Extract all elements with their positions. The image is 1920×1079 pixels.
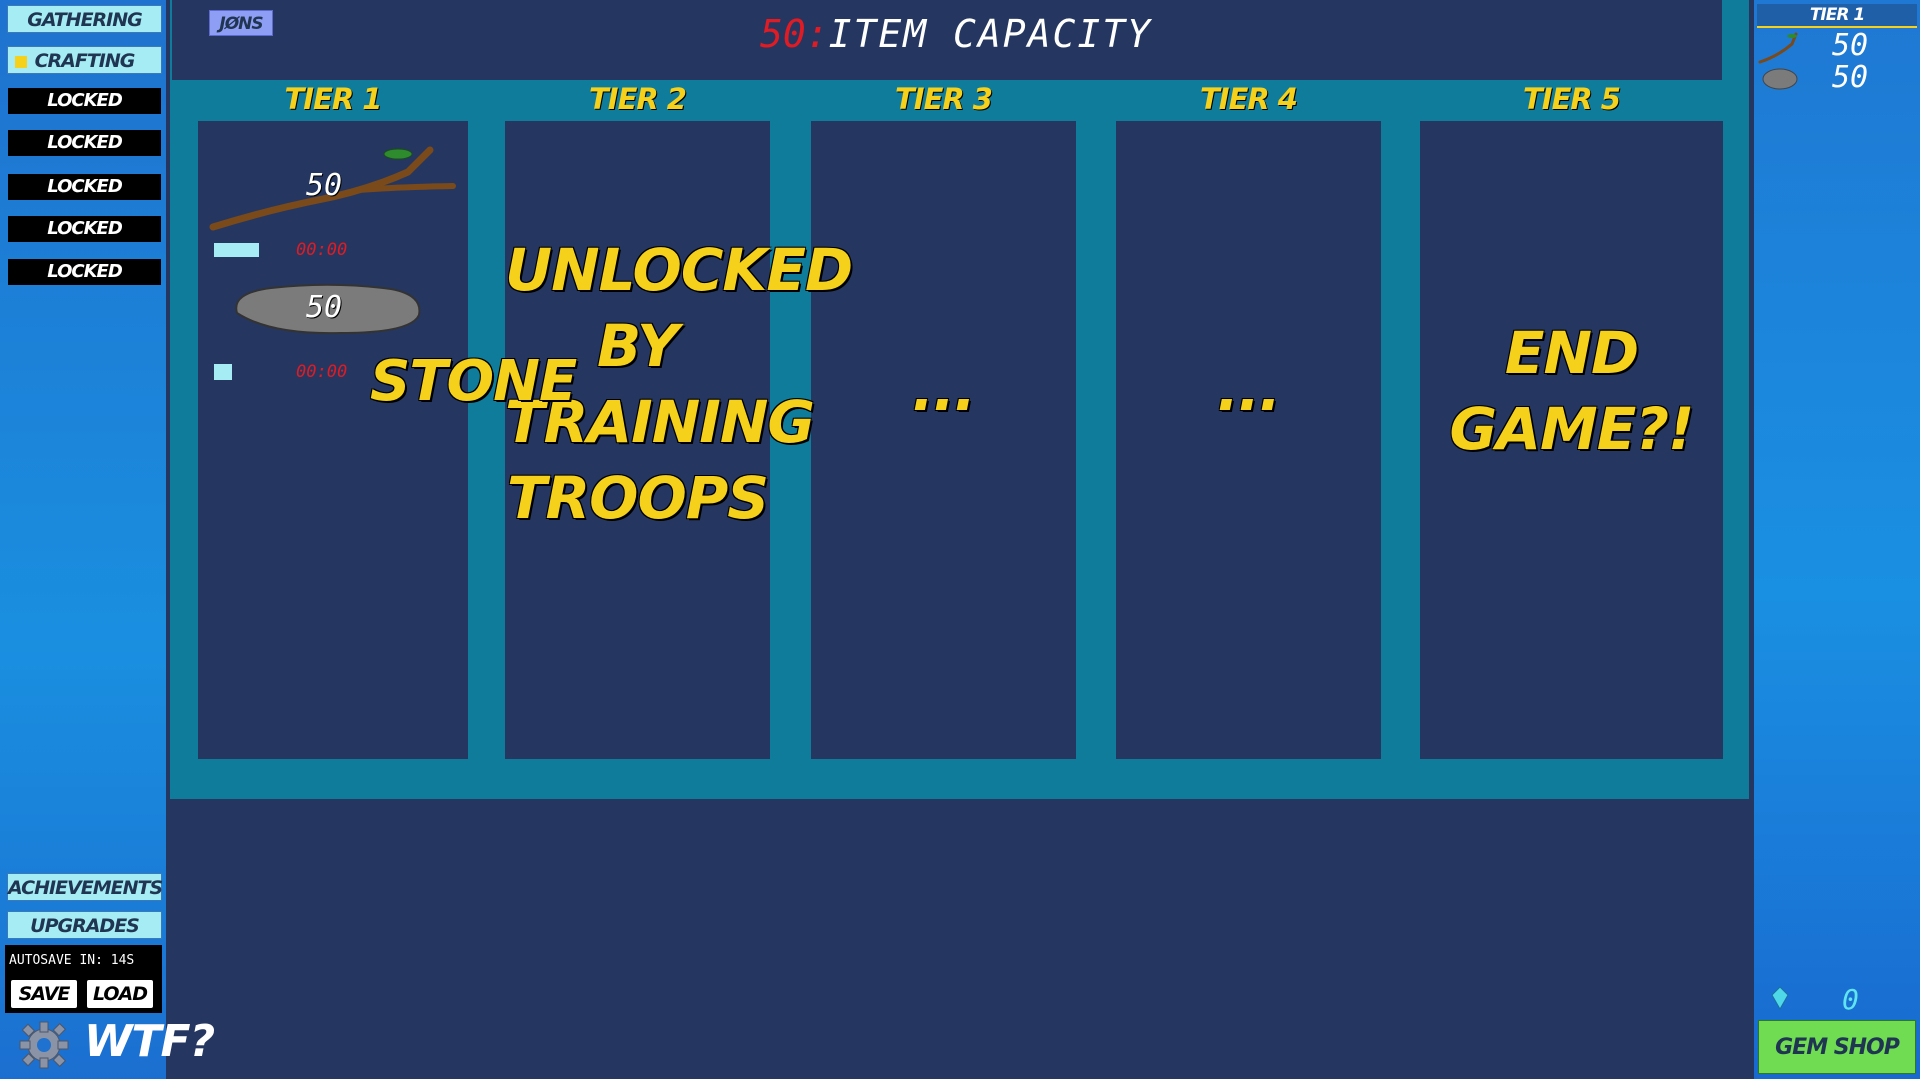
- tier-1-label: TIER 1: [284, 82, 383, 116]
- autosave-countdown: AUTOSAVE IN: 14S: [9, 953, 135, 968]
- user-badge[interactable]: JØNS: [209, 10, 273, 36]
- inventory-stick-count: 50: [1832, 28, 1869, 63]
- locked-menu-item: LOCKED: [8, 174, 161, 200]
- settings-gear-icon[interactable]: [12, 1020, 76, 1070]
- tier-2-locked-message: UNLOCKED BY TRAINING TROOPS: [505, 232, 853, 536]
- header-bar: [172, 0, 1722, 80]
- item-hover-tooltip: STONE: [370, 349, 577, 414]
- stone-icon[interactable]: [231, 283, 423, 335]
- stone-icon: [1762, 68, 1798, 90]
- tier-2-label: TIER 2: [589, 82, 687, 116]
- item-capacity-title: 50:ITEM CAPACITY: [760, 12, 1152, 56]
- stone-timer: 00:00: [296, 362, 348, 382]
- right-sidebar: TIER 1 50 50 0 GEM SHOP: [1754, 0, 1920, 1079]
- locked-menu-item: LOCKED: [8, 259, 161, 285]
- help-button[interactable]: WTF?: [84, 1016, 215, 1067]
- item-capacity-value: 50:: [760, 12, 829, 56]
- nav-crafting-label: CRAFTING: [34, 50, 136, 72]
- stone-progress-bar: [214, 364, 232, 380]
- active-indicator-icon: [15, 56, 27, 68]
- gem-icon: [1771, 986, 1789, 1010]
- tier-3-message: ...: [911, 356, 976, 424]
- frame-right-strip: [1722, 0, 1749, 80]
- upgrades-label: UPGRADES: [30, 915, 140, 937]
- nav-crafting-button[interactable]: CRAFTING: [7, 46, 162, 74]
- load-button[interactable]: LOAD: [87, 980, 153, 1008]
- tier-5-column: [1420, 121, 1723, 759]
- inventory-stone-count: 50: [1832, 60, 1869, 95]
- inventory-tier-label: TIER 1: [1757, 4, 1917, 28]
- item-capacity-label: ITEM CAPACITY: [828, 12, 1153, 56]
- stick-progress-bar: [214, 243, 259, 257]
- achievements-label: ACHIEVEMENTS: [8, 877, 163, 899]
- save-button[interactable]: SAVE: [11, 980, 77, 1008]
- tier-1-column: [198, 121, 468, 759]
- stick-timer: 00:00: [296, 240, 348, 260]
- tier-3-column: [811, 121, 1076, 759]
- tier-3-label: TIER 3: [895, 82, 993, 116]
- message-line: TRAINING: [505, 388, 815, 456]
- message-line: BY: [596, 312, 679, 380]
- tier-5-label: TIER 5: [1523, 82, 1621, 116]
- stick-icon[interactable]: [208, 142, 458, 234]
- locked-menu-item: LOCKED: [8, 130, 161, 156]
- message-line: TROOPS: [506, 464, 769, 532]
- stick-count: 50: [306, 168, 343, 203]
- nav-gathering-label: GATHERING: [27, 9, 143, 31]
- tier-2-column: [505, 121, 770, 759]
- autosave-panel: AUTOSAVE IN: 14S SAVE LOAD: [5, 945, 162, 1013]
- locked-menu-item: LOCKED: [8, 216, 161, 242]
- tier-4-label: TIER 4: [1200, 82, 1298, 116]
- left-sidebar: GATHERING CRAFTING LOCKED LOCKED LOCKED …: [0, 0, 215, 1079]
- locked-menu-item: LOCKED: [8, 88, 161, 114]
- tier-4-message: ...: [1216, 356, 1281, 424]
- gem-count: 0: [1842, 983, 1859, 1016]
- achievements-button[interactable]: ACHIEVEMENTS: [7, 873, 163, 901]
- gem-shop-button[interactable]: GEM SHOP: [1758, 1020, 1916, 1074]
- stone-count: 50: [306, 290, 343, 325]
- tier-4-column: [1116, 121, 1381, 759]
- upgrades-button[interactable]: UPGRADES: [7, 911, 162, 939]
- nav-gathering-button[interactable]: GATHERING: [7, 5, 162, 33]
- stick-icon: [1758, 32, 1798, 64]
- message-line: END: [1504, 319, 1639, 387]
- message-line: GAME?!: [1449, 395, 1695, 463]
- message-line: UNLOCKED: [505, 236, 853, 304]
- tier-5-message: END GAME?!: [1420, 315, 1723, 467]
